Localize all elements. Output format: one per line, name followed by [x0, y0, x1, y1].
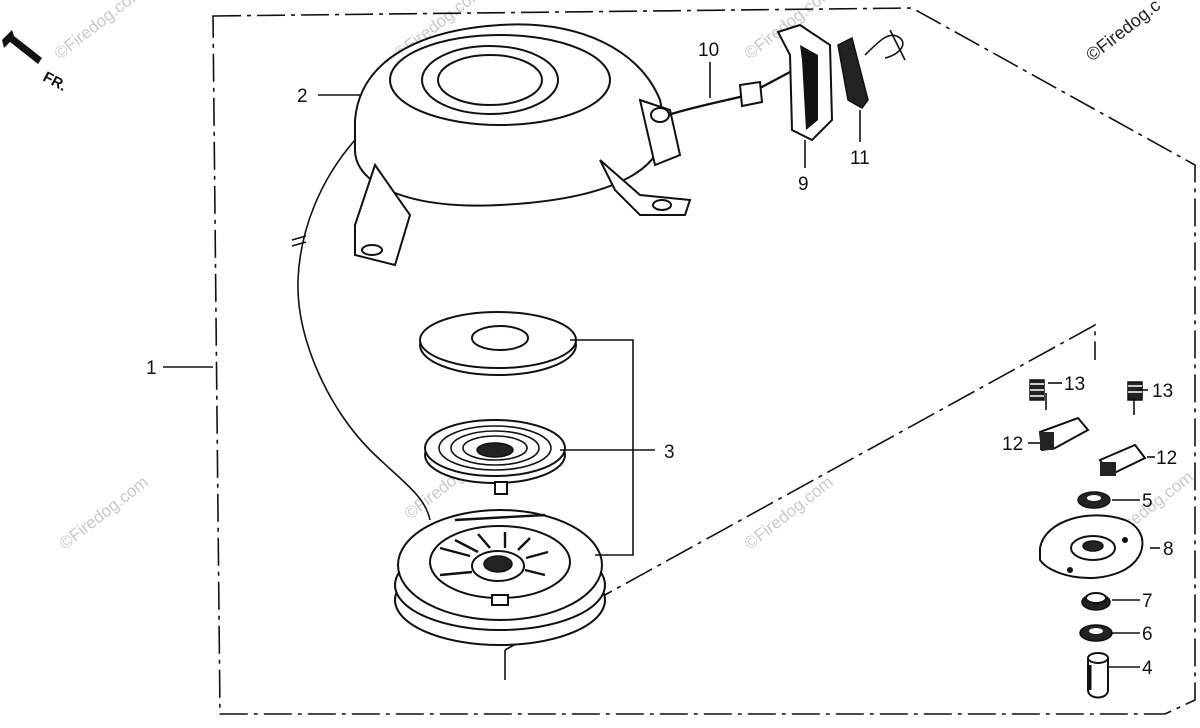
callout-2: 2 [297, 86, 308, 107]
callout-7: 7 [1142, 591, 1153, 612]
watermark: ©Firedog.com [51, 0, 147, 63]
pawl-spring-left [1029, 379, 1045, 401]
washer-plate [419, 311, 577, 376]
assembly-frame [212, 7, 1196, 715]
washer-5 [1077, 491, 1111, 509]
callout-13-right: 13 [1152, 381, 1173, 402]
callout-4: 4 [1142, 658, 1153, 679]
callout-8: 8 [1163, 539, 1174, 560]
washer-6 [1079, 624, 1113, 642]
leader-lines [163, 62, 1160, 668]
callouts: 1 2 3 4 5 6 7 8 9 10 11 12 12 13 13 [146, 40, 1177, 679]
front-arrow-icon [2, 30, 42, 64]
callout-5: 5 [1142, 491, 1153, 512]
friction-plate [1039, 514, 1144, 579]
callout-10: 10 [698, 40, 719, 61]
ratchet-pawl-right [1098, 443, 1147, 477]
sub-frame-line [504, 323, 1096, 651]
callout-9: 9 [798, 174, 809, 195]
starter-reel [394, 509, 606, 646]
recoil-spring [424, 419, 566, 495]
grip-insert [837, 29, 906, 109]
center-collar [1087, 652, 1109, 699]
ratchet-pawl-left [1038, 416, 1090, 452]
front-direction-indicator: FR. [2, 30, 69, 95]
pawl-spring-right [1127, 381, 1143, 401]
watermark-corner: ©Firedog.c [1082, 0, 1164, 65]
front-label: FR. [40, 69, 69, 95]
callout-6: 6 [1142, 624, 1153, 645]
callout-3: 3 [664, 442, 675, 463]
callout-1: 1 [146, 358, 157, 379]
starter-grip [738, 23, 834, 142]
starter-case [354, 23, 692, 267]
callout-12-left: 12 [1002, 434, 1023, 455]
friction-spring [1081, 592, 1111, 611]
watermark: ©Firedog.com [56, 472, 152, 553]
callout-12-right: 12 [1156, 448, 1177, 469]
callout-13-left: 13 [1064, 374, 1085, 395]
callout-11: 11 [850, 148, 870, 169]
